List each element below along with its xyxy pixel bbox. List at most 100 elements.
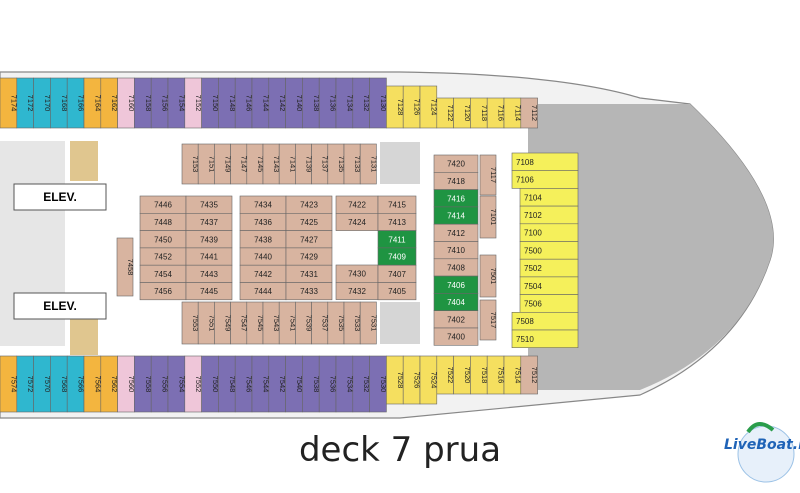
stairs-bottom	[70, 313, 98, 355]
cabin-label: 7106	[516, 176, 534, 185]
cabin-label: 7536	[329, 376, 338, 393]
cabin-label: 7437	[200, 218, 218, 227]
cabin-label: 7404	[447, 298, 465, 307]
cabin-label: 7454	[154, 270, 172, 279]
cabin-7531	[359, 301, 377, 345]
logo-text: LiveBoat.it	[724, 437, 800, 453]
cabin-label: 7117	[489, 167, 498, 183]
cabin-label: 7516	[497, 367, 506, 384]
cabin-7131	[359, 143, 377, 185]
cabin-7512	[520, 355, 538, 395]
cabin-label: 7522	[446, 367, 455, 384]
cabin-label: 7500	[524, 246, 542, 255]
cabin-label: 7446	[154, 201, 172, 210]
cabin-label: 7415	[388, 201, 406, 210]
cabin-label: 7564	[93, 376, 102, 393]
cabin-label: 7132	[362, 95, 371, 112]
cabin-7445	[185, 282, 233, 301]
cabin-label: 7458	[126, 259, 135, 276]
cabin-label: 7112	[530, 105, 539, 121]
cabin-label: 7432	[348, 287, 366, 296]
cabin-label: 7436	[254, 218, 272, 227]
cabin-label: 7524	[429, 372, 438, 389]
cabin-label: 7570	[43, 376, 52, 393]
cabin-label: 7150	[211, 95, 220, 112]
elevator-bottom-box	[13, 292, 107, 320]
cabin-label: 7448	[154, 218, 172, 227]
cabin-label: 7542	[278, 376, 287, 393]
cabin-label: 7528	[396, 372, 405, 389]
cabin-label: 7544	[261, 376, 270, 393]
cabin-label: 7429	[300, 253, 318, 262]
stairs-top	[70, 141, 98, 181]
cabin-label: 7131	[369, 156, 378, 173]
cabin-label: 7532	[362, 376, 371, 393]
deck-caption: deck 7 prua	[298, 430, 502, 470]
service-area-inner	[380, 142, 420, 184]
cabin-label: 7568	[60, 376, 69, 393]
cabin-label: 7402	[447, 315, 465, 324]
cabin-label: 7128	[396, 99, 405, 116]
cabin-label: 7154	[177, 95, 186, 112]
cabin-label: 7164	[93, 95, 102, 112]
cabin-label: 7133	[353, 156, 362, 173]
cabin-label: 7548	[228, 376, 237, 393]
cabin-label: 7540	[295, 376, 304, 393]
cabin-label: 7443	[200, 270, 218, 279]
bow-area	[528, 104, 774, 390]
cabin-label: 7143	[272, 156, 281, 173]
cabin-label: 7514	[513, 367, 522, 384]
cabin-label: 7416	[447, 194, 465, 203]
cabin-label: 7168	[60, 95, 69, 112]
cabin-label: 7130	[379, 95, 388, 112]
cabin-label: 7423	[300, 201, 318, 210]
cabin-label: 7126	[413, 99, 422, 116]
cabin-label: 7137	[321, 156, 330, 173]
cabin-label: 7147	[240, 156, 249, 173]
cabin-label: 7543	[272, 315, 281, 332]
cabin-label: 7441	[200, 253, 218, 262]
cabin-label: 7102	[524, 211, 542, 220]
cabin-label: 7553	[191, 315, 200, 332]
cabin-label: 7504	[524, 282, 542, 291]
cabin-label: 7139	[305, 156, 314, 173]
cabin-label: 7120	[463, 105, 472, 122]
cabin-label: 7156	[161, 95, 170, 112]
cabin-label: 7558	[144, 376, 153, 393]
cabin-label: 7407	[388, 270, 406, 279]
cabin-label: 7430	[348, 270, 366, 279]
cabin-label: 7438	[254, 235, 272, 244]
cabin-label: 7520	[463, 367, 472, 384]
cabin-label: 7506	[524, 299, 542, 308]
cabin-label: 7531	[369, 315, 378, 332]
cabin-label: 7512	[530, 367, 539, 384]
cabin-label: 7517	[489, 312, 498, 329]
cabin-label: 7546	[245, 376, 254, 393]
elevator-label-top: ELEV.	[43, 190, 77, 204]
cabin-label: 7138	[312, 95, 321, 112]
cabin-label: 7108	[516, 158, 534, 167]
cabin-label: 7550	[211, 376, 220, 393]
cabin-label: 7101	[489, 209, 498, 226]
cabin-label: 7158	[144, 95, 153, 112]
cabin-label: 7508	[516, 317, 534, 326]
cabin-label: 7450	[154, 235, 172, 244]
cabin-label: 7549	[224, 315, 233, 332]
cabin-label: 7537	[321, 315, 330, 332]
cabin-label: 7400	[447, 333, 465, 342]
cabin-label: 7141	[288, 156, 297, 173]
cabin-label: 7144	[261, 95, 270, 112]
cabin-7101	[479, 195, 497, 239]
cabin-label: 7425	[300, 218, 318, 227]
cabin-7517	[479, 299, 497, 341]
cabin-label: 7547	[240, 315, 249, 332]
cabin-label: 7422	[348, 201, 366, 210]
cabin-label: 7410	[447, 246, 465, 255]
cabin-label: 7501	[489, 268, 498, 285]
cabin-label: 7435	[200, 201, 218, 210]
cabin-label: 7104	[524, 193, 542, 202]
cabin-7112	[520, 97, 538, 129]
cabin-label: 7122	[446, 105, 455, 122]
cabin-label: 7116	[497, 105, 506, 121]
